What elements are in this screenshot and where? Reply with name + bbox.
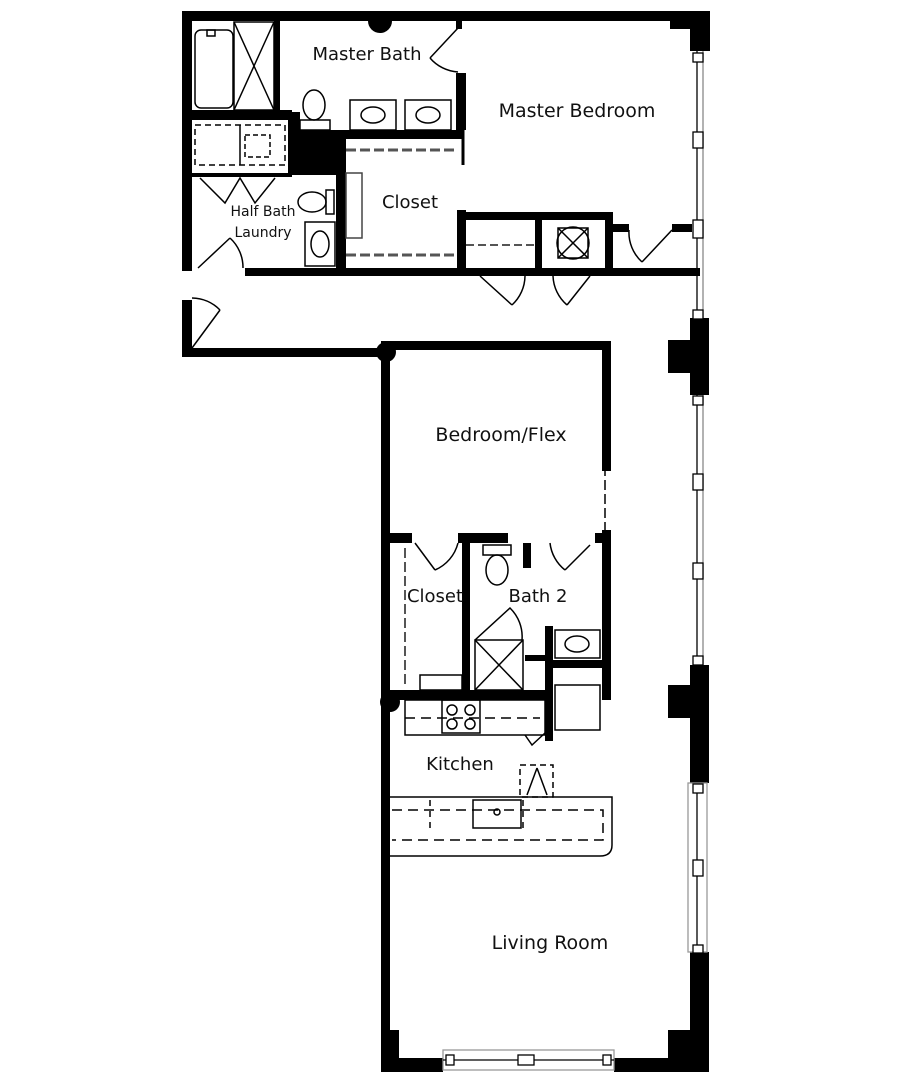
label-bath-2: Bath 2 bbox=[508, 586, 567, 607]
label-living-room: Living Room bbox=[492, 932, 609, 954]
label-half-bath: Half Bath bbox=[231, 204, 296, 220]
room-labels: Master Bath Master Bedroom Closet Half B… bbox=[231, 44, 656, 954]
fixtures-upper bbox=[191, 21, 673, 349]
interior-walls-upper bbox=[192, 21, 700, 276]
label-master-bath: Master Bath bbox=[312, 44, 421, 65]
exterior-walls bbox=[182, 11, 710, 1072]
interior-walls-lower bbox=[380, 341, 611, 741]
label-kitchen: Kitchen bbox=[426, 754, 494, 775]
label-laundry: Laundry bbox=[234, 225, 291, 241]
label-master-bedroom: Master Bedroom bbox=[499, 100, 656, 122]
windows bbox=[442, 51, 708, 1071]
label-bedroom-flex: Bedroom/Flex bbox=[435, 424, 566, 446]
label-closet-2: Closet bbox=[407, 586, 463, 607]
label-master-closet: Closet bbox=[382, 192, 438, 213]
fixtures-lower bbox=[390, 410, 613, 857]
